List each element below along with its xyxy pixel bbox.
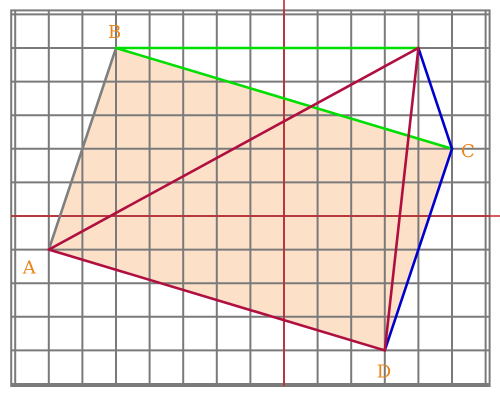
vertex-label-a: A	[22, 258, 37, 279]
segment-ec	[417, 46, 454, 151]
vertex-labels: A B C D	[22, 22, 475, 382]
segment-ab	[47, 46, 118, 251]
vertex-label-b: B	[108, 22, 121, 43]
grid-border	[10, 9, 491, 388]
vertex-label-c: C	[461, 141, 475, 162]
vertex-label-d: D	[377, 361, 391, 382]
segment-ad	[47, 248, 387, 352]
segment-bc	[114, 46, 454, 151]
segment-cd	[383, 147, 454, 352]
segments	[47, 46, 454, 352]
segment-ed	[383, 46, 420, 352]
grid	[10, 9, 491, 388]
segment-ae	[47, 46, 420, 251]
